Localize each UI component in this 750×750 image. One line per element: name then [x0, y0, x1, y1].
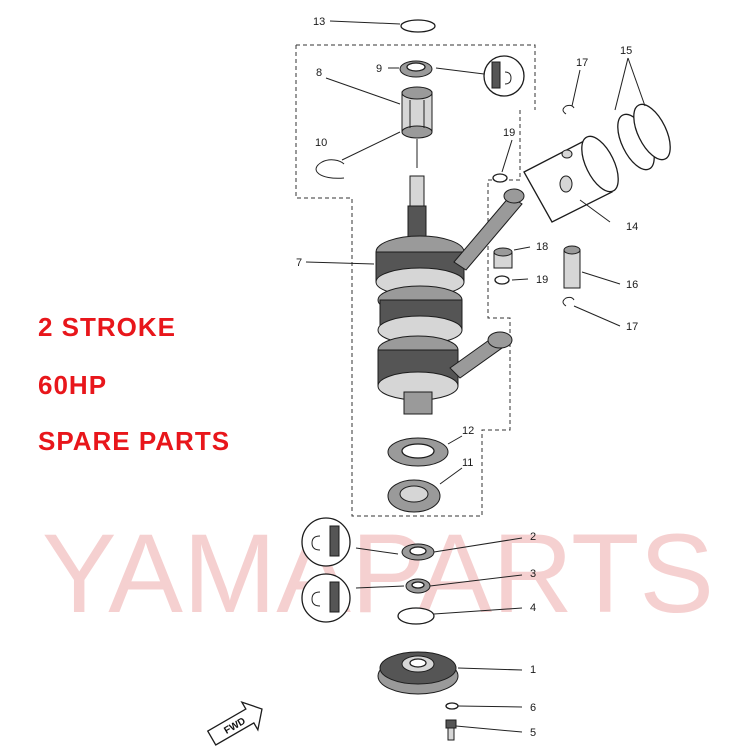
callout-10: 10	[315, 137, 327, 149]
part-15-piston-rings	[614, 57, 671, 171]
callout-11: 11	[462, 457, 473, 469]
grease-callout-icon-low	[301, 573, 351, 623]
callout-18: 18	[536, 241, 548, 253]
fwd-direction-badge: FWD	[206, 700, 263, 746]
crankshaft-assembly	[305, 175, 465, 415]
callout-19-bottom: 19	[536, 274, 548, 286]
callout-19-top: 19	[503, 127, 515, 139]
connecting-rods	[449, 188, 525, 379]
grease-callout-icon-top	[435, 55, 525, 97]
part-4-o-ring	[397, 607, 523, 625]
callout-15: 15	[620, 45, 632, 57]
part-3-seal	[355, 574, 523, 594]
part-16-piston-pin	[563, 245, 621, 289]
part-1-bearing-housing	[377, 651, 523, 695]
part-9-bearing	[388, 60, 433, 78]
callout-9: 9	[376, 63, 382, 75]
part-12-oil-seal	[387, 435, 463, 467]
promo-horsepower-label: 60HP	[38, 370, 108, 400]
part-14-piston	[523, 135, 619, 223]
callout-7: 7	[296, 257, 302, 269]
part-17-circlips	[562, 69, 621, 327]
part-5-bolt	[445, 719, 523, 741]
callout-5: 5	[530, 727, 536, 739]
callout-17-bottom: 17	[626, 321, 638, 333]
callout-1: 1	[530, 664, 536, 676]
callout-2: 2	[530, 531, 536, 543]
part-2-seal	[355, 537, 523, 561]
watermark-text: YAMAPARTS	[42, 511, 714, 636]
callout-17-top: 17	[576, 57, 588, 69]
callout-14: 14	[626, 221, 638, 233]
callout-13: 13	[313, 16, 325, 28]
callout-8: 8	[316, 67, 322, 79]
promo-stroke-label: 2 STROKE	[38, 312, 177, 342]
callout-6: 6	[530, 702, 536, 714]
part-11-ball-bearing	[387, 467, 463, 513]
part-8-needle-bearing	[325, 77, 433, 168]
callout-16: 16	[626, 279, 638, 291]
part-10-circlip	[315, 131, 401, 179]
callout-12: 12	[462, 425, 474, 437]
assembly-boundary	[295, 44, 536, 517]
part-13-o-ring	[329, 19, 436, 33]
part-19-washers	[492, 139, 529, 285]
callout-3: 3	[530, 568, 536, 580]
promo-spare-parts-label: SPARE PARTS	[38, 426, 231, 456]
part-18-small-bearing	[493, 246, 531, 269]
grease-callout-icon-mid	[301, 517, 351, 567]
part-6-washer	[445, 702, 523, 710]
callout-4: 4	[530, 602, 536, 614]
